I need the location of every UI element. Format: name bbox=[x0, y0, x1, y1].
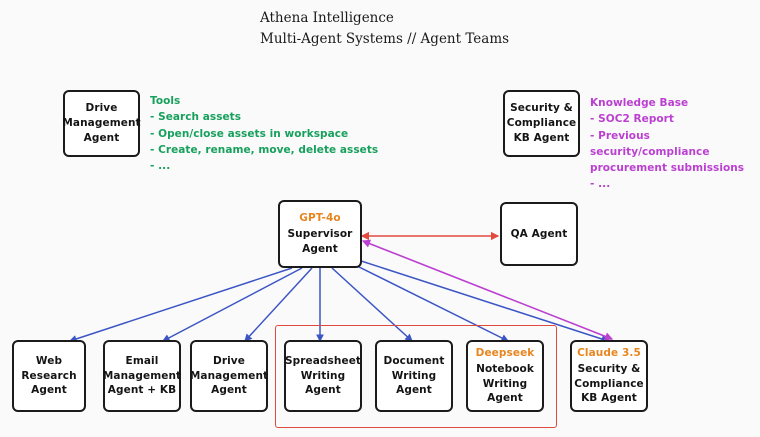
tools-annotation: Tools - Search assets - Open/close asset… bbox=[150, 93, 378, 174]
node-line: KB Agent bbox=[513, 131, 570, 144]
knowledge-base-item: procurement submissions bbox=[590, 162, 745, 175]
node-email-management-agent[interactable]: Email Management Agent + KB bbox=[103, 340, 181, 412]
node-line: Drive bbox=[85, 102, 118, 115]
node-line: Agent bbox=[83, 131, 120, 144]
node-line: QA Agent bbox=[510, 227, 568, 240]
node-line: Agent bbox=[302, 242, 338, 255]
knowledge-base-item: - Previous security/compliance bbox=[590, 129, 710, 158]
node-line: Spreadsheet bbox=[284, 354, 362, 367]
node-spreadsheet-writing-agent[interactable]: Spreadsheet Writing Agent bbox=[284, 340, 362, 412]
knowledge-base-item: - SOC2 Report bbox=[590, 113, 674, 126]
node-document-writing-agent[interactable]: Document Writing Agent bbox=[375, 340, 453, 412]
title-line-2: Multi-Agent Systems // Agent Teams bbox=[260, 30, 510, 47]
supervisor-model-tag: GPT-4o bbox=[299, 212, 341, 225]
node-drive-management-agent-bottom[interactable]: Drive Management Agent bbox=[190, 340, 268, 412]
writing-agents-group-rect bbox=[275, 325, 557, 428]
claude-agent-model-tag: Claude 3.5 bbox=[577, 346, 641, 359]
node-line: Compliance bbox=[574, 377, 644, 390]
node-line: Drive bbox=[213, 354, 245, 367]
notebook-agent-model-tag: Deepseek bbox=[475, 346, 535, 359]
knowledge-base-item: - ... bbox=[590, 178, 611, 191]
node-line: Security & bbox=[510, 102, 573, 115]
node-supervisor-agent[interactable]: GPT-4o Supervisor Agent bbox=[278, 200, 362, 268]
title-line-1: Athena Intelligence bbox=[260, 10, 394, 26]
diagram-title: Athena Intelligence Multi-Agent Systems … bbox=[260, 8, 509, 50]
node-line: Agent + KB bbox=[107, 384, 177, 397]
node-line: Document bbox=[383, 354, 445, 367]
node-qa-agent[interactable]: QA Agent bbox=[500, 202, 578, 266]
node-drive-management-agent-top[interactable]: Drive Management Agent bbox=[62, 90, 141, 157]
knowledge-base-heading: Knowledge Base bbox=[590, 97, 689, 109]
tools-heading: Tools bbox=[150, 95, 181, 107]
node-line: Web bbox=[35, 354, 63, 367]
tools-item: - Search assets bbox=[150, 111, 242, 124]
node-line: Agent bbox=[487, 392, 523, 405]
node-line: Writing bbox=[391, 369, 437, 382]
node-security-compliance-kb-agent-top[interactable]: Security & Compliance KB Agent bbox=[503, 90, 580, 157]
node-web-research-agent[interactable]: Web Research Agent bbox=[12, 340, 86, 412]
tools-item: - ... bbox=[150, 160, 171, 173]
node-line: Agent bbox=[31, 384, 67, 397]
node-line: Writing bbox=[482, 377, 528, 390]
node-line: KB Agent bbox=[581, 392, 637, 405]
node-line: Agent bbox=[396, 384, 432, 397]
node-security-compliance-kb-agent-bottom[interactable]: Claude 3.5 Security & Compliance KB Agen… bbox=[570, 340, 648, 412]
tools-item: - Open/close assets in workspace bbox=[150, 127, 349, 140]
node-line: Supervisor bbox=[287, 228, 353, 241]
knowledge-base-annotation: Knowledge Base - SOC2 Report - Previous … bbox=[590, 95, 760, 193]
node-line: Management bbox=[102, 369, 182, 382]
node-line: Writing bbox=[300, 369, 346, 382]
node-notebook-writing-agent[interactable]: Deepseek Notebook Writing Agent bbox=[466, 340, 544, 412]
node-line: Management bbox=[189, 369, 269, 382]
node-line: Notebook bbox=[476, 362, 534, 375]
edge-supervisor-to-web-research bbox=[68, 267, 293, 343]
node-line: Security & bbox=[577, 362, 641, 375]
node-line: Agent bbox=[305, 384, 341, 397]
tools-item: - Create, rename, move, delete assets bbox=[150, 143, 379, 156]
node-line: Agent bbox=[211, 384, 247, 397]
node-line: Research bbox=[21, 369, 77, 382]
node-line: Management bbox=[62, 117, 141, 130]
node-line: Compliance bbox=[506, 117, 577, 130]
node-line: Email bbox=[125, 354, 159, 367]
